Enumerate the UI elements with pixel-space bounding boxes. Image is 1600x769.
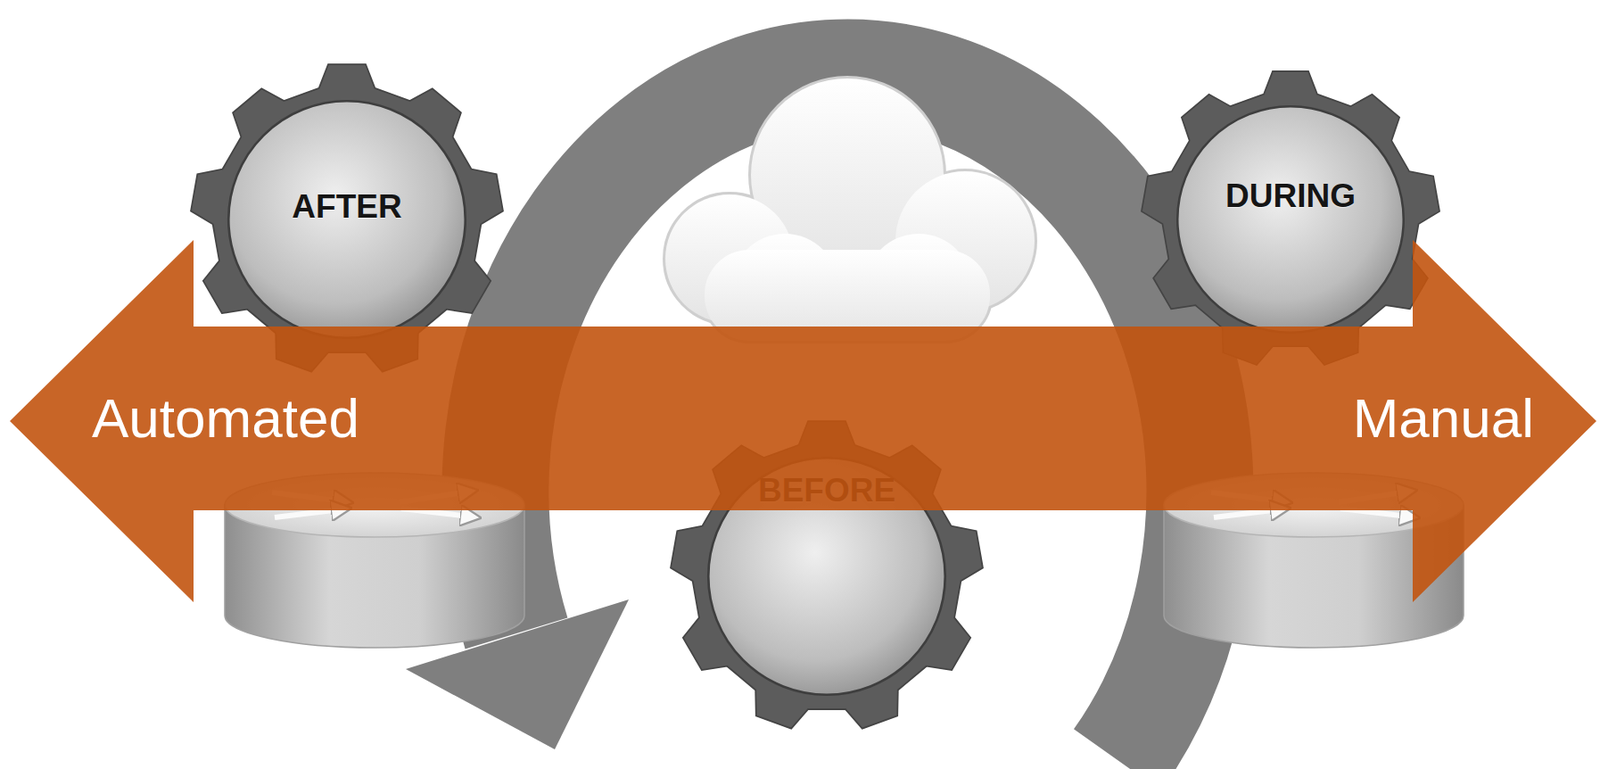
gear-shape xyxy=(1139,68,1442,371)
band-label: Manual xyxy=(1352,390,1535,446)
gear-teeth xyxy=(1141,71,1440,365)
band-label: Automated xyxy=(91,390,360,446)
gear-label: DURING xyxy=(1139,177,1442,215)
gear-teeth xyxy=(670,420,983,729)
gear-node: DURING xyxy=(1139,68,1442,371)
gear-label: AFTER xyxy=(189,188,505,226)
cloud-symbol xyxy=(665,78,1035,341)
gear-face xyxy=(708,457,946,695)
gear-face xyxy=(1177,106,1404,333)
arrow-band: Automated Manual xyxy=(9,239,1597,603)
